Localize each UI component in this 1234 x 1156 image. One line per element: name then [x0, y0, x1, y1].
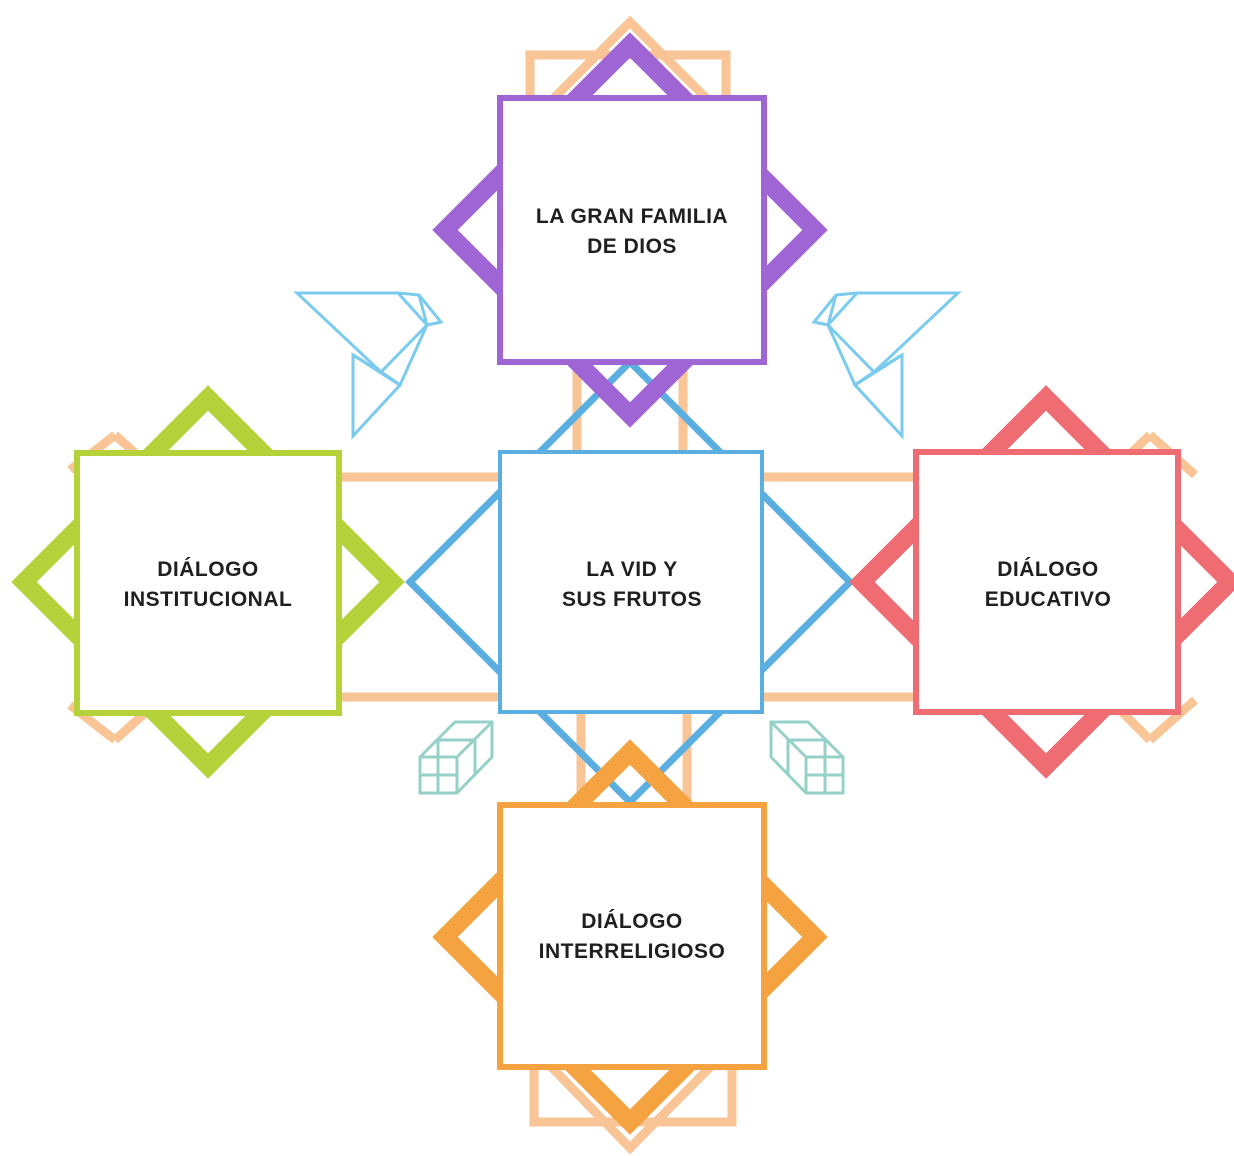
node-left[interactable]: DIÁLOGO INSTITUCIONAL — [11, 385, 405, 779]
origami-bird-icon — [811, 291, 962, 440]
node-top-square — [497, 95, 767, 365]
node-right-label-line2: EDUCATIVO — [985, 588, 1112, 611]
node-left-square — [74, 450, 342, 716]
isometric-box-icon — [769, 720, 845, 795]
node-left-label-line2: INSTITUCIONAL — [124, 588, 293, 611]
node-top-label-line1: LA GRAN FAMILIA — [536, 205, 728, 228]
node-right-label-line1: DIÁLOGO — [997, 558, 1099, 581]
node-center-label-line2: SUS FRUTOS — [562, 588, 702, 611]
node-center-square — [498, 450, 764, 714]
node-center-label-line1: LA VID Y — [586, 558, 678, 581]
node-bottom-label-line1: DIÁLOGO — [581, 910, 683, 933]
node-right[interactable]: DIÁLOGO EDUCATIVO — [849, 385, 1234, 779]
node-bottom-label-line2: INTERRELIGIOSO — [539, 940, 726, 963]
origami-bird-icon — [293, 291, 444, 440]
isometric-box-icon — [418, 720, 494, 795]
node-center[interactable]: LA VID Y SUS FRUTOS — [498, 450, 764, 714]
node-bottom-square — [497, 802, 767, 1070]
node-top[interactable]: LA GRAN FAMILIA DE DIOS — [432, 32, 828, 428]
node-right-square — [913, 449, 1181, 715]
node-bottom[interactable]: DIÁLOGO INTERRELIGIOSO — [432, 739, 828, 1135]
node-top-label-line2: DE DIOS — [587, 235, 677, 258]
node-left-label-line1: DIÁLOGO — [157, 558, 259, 581]
